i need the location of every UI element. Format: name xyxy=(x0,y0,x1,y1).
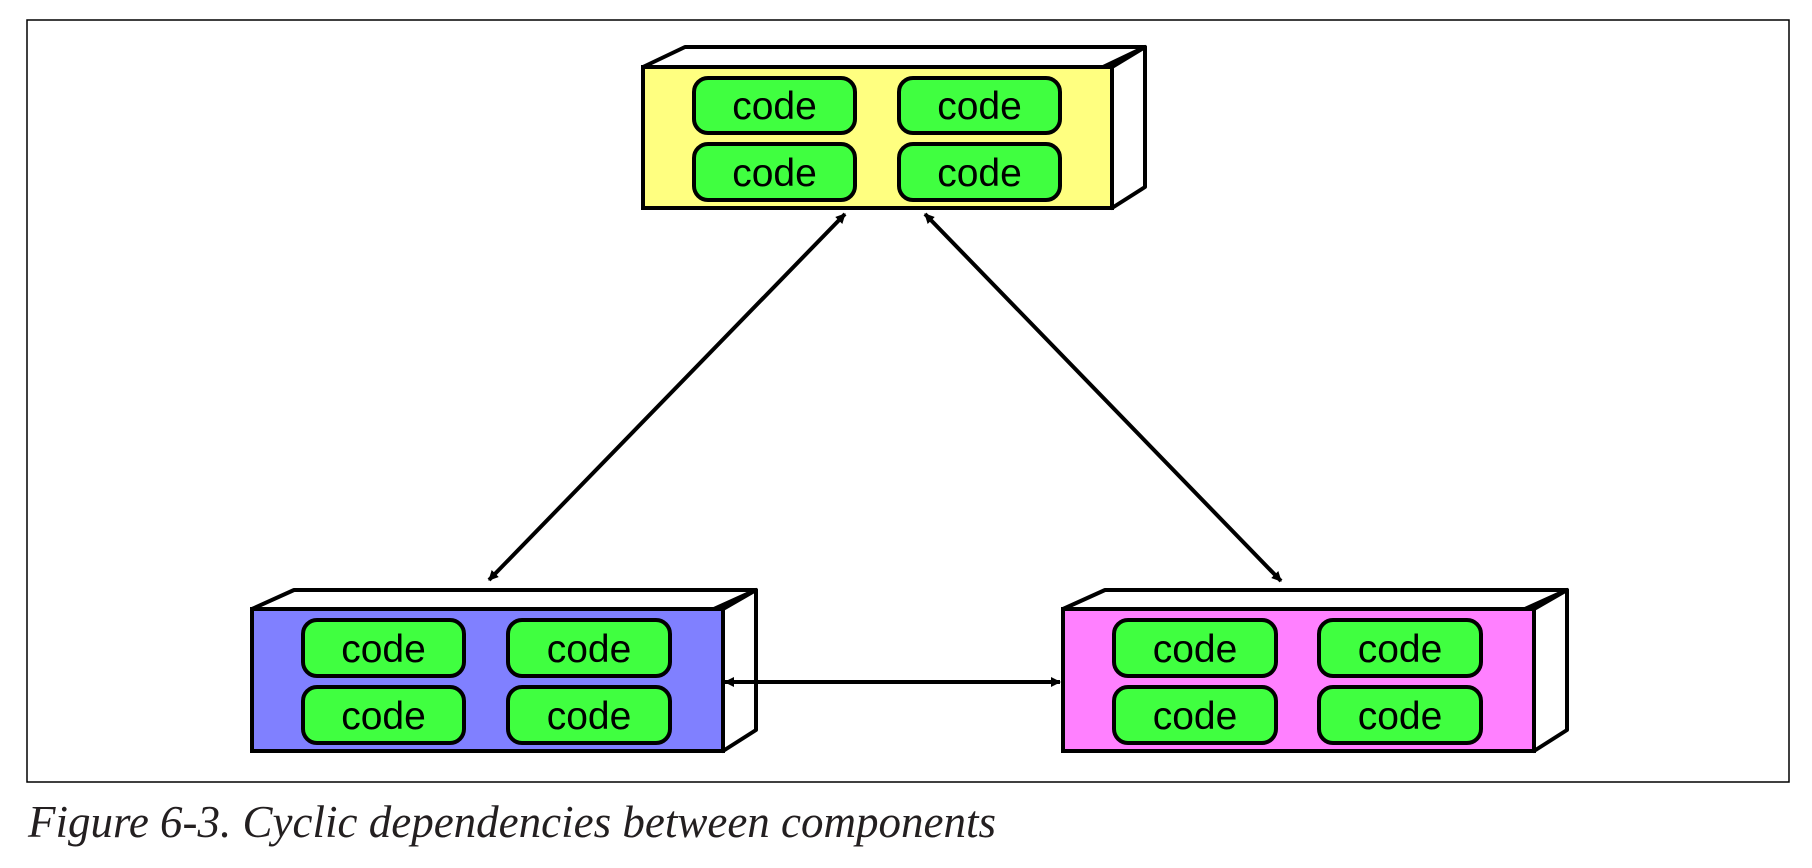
component-top-side-face xyxy=(1110,45,1147,210)
diagram-frame xyxy=(26,19,1790,783)
dependency-arrow-top-bottom-right xyxy=(923,212,1283,583)
component-bottom-right-side-face xyxy=(1532,588,1569,753)
code-module-label: code xyxy=(341,695,426,738)
dependency-arrow-top-bottom-left xyxy=(487,212,847,582)
component-top: code code code code xyxy=(641,45,1147,210)
component-bottom-right: code code code code xyxy=(1061,588,1569,753)
code-module: code xyxy=(1317,685,1483,745)
component-bottom-right-top-face xyxy=(1061,588,1569,611)
code-module: code xyxy=(506,685,672,745)
code-module: code xyxy=(692,76,857,135)
code-module-label: code xyxy=(1358,628,1443,671)
code-module: code xyxy=(897,76,1062,135)
code-module-label: code xyxy=(1358,695,1443,738)
code-module-label: code xyxy=(937,152,1022,195)
code-module: code xyxy=(1317,618,1483,678)
code-module: code xyxy=(897,142,1062,202)
code-module-label: code xyxy=(732,85,817,128)
code-module-label: code xyxy=(547,628,632,671)
code-module-label: code xyxy=(341,628,426,671)
code-module: code xyxy=(1112,618,1278,678)
code-module: code xyxy=(506,618,672,678)
code-module-label: code xyxy=(547,695,632,738)
code-module: code xyxy=(301,618,466,678)
code-module: code xyxy=(1112,685,1278,745)
code-module-label: code xyxy=(1153,628,1238,671)
code-module-label: code xyxy=(937,85,1022,128)
code-module: code xyxy=(692,142,857,202)
code-module: code xyxy=(301,685,466,745)
component-bottom-left-side-face xyxy=(721,588,758,753)
component-bottom-left: code code code code xyxy=(250,588,758,753)
figure-caption: Figure 6-3. Cyclic dependencies between … xyxy=(28,797,997,847)
code-module-label: code xyxy=(732,152,817,195)
code-module-label: code xyxy=(1153,695,1238,738)
component-top-top-face xyxy=(641,45,1147,69)
component-bottom-left-top-face xyxy=(250,588,758,611)
